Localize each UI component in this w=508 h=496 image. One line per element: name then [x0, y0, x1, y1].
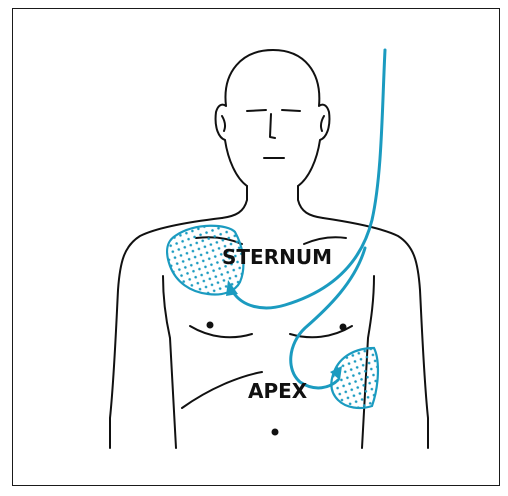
cable-main: [233, 50, 385, 308]
neck-left: [222, 186, 247, 218]
head: [216, 50, 330, 186]
left-arm-inner: [163, 276, 176, 448]
label-apex: APEX: [248, 379, 308, 403]
nipple-right: [340, 324, 347, 331]
eyebrow-left: [247, 110, 266, 111]
label-sternum: STERNUM: [222, 245, 332, 269]
torso: [110, 186, 428, 448]
nipple-left: [207, 322, 214, 329]
ear-right-detail: [321, 116, 324, 131]
ear-left-detail: [222, 116, 225, 131]
neck-right: [298, 186, 323, 218]
nose: [270, 114, 275, 138]
collarbone-right: [304, 237, 346, 244]
chest-line-left: [190, 326, 252, 337]
navel: [272, 429, 279, 436]
eyebrow-right: [282, 110, 300, 111]
head-outline: [216, 50, 330, 186]
apex-pad: [330, 348, 378, 408]
